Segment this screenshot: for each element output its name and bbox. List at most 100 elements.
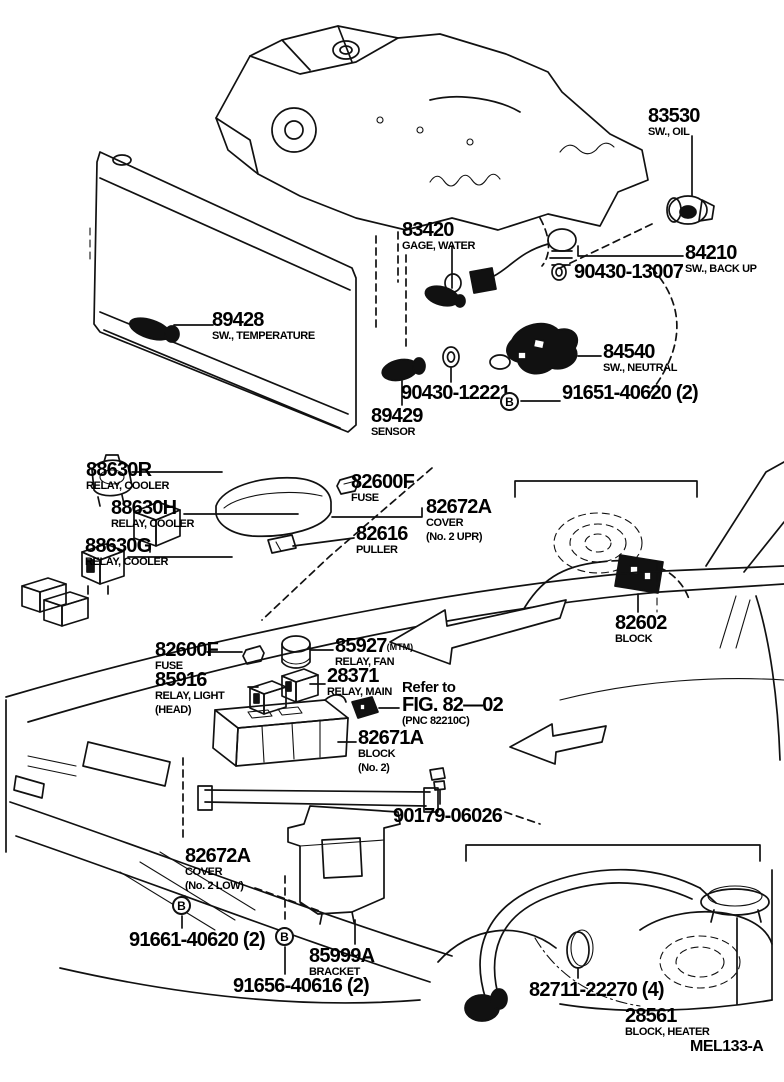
sensor-icon — [381, 357, 426, 382]
fuse-icon — [242, 645, 265, 665]
part-number: 90430-13007 — [574, 261, 684, 283]
part-number: 88630R — [86, 459, 152, 481]
part-number: 88630G — [85, 535, 152, 557]
part-label-3-90430-13007: 90430-13007 — [574, 261, 684, 283]
part-description: BRACKET — [309, 966, 360, 978]
part-description: FUSE — [351, 492, 379, 504]
part-number: 85999A — [309, 945, 375, 967]
bracket-icon — [287, 805, 401, 925]
drawing-code: MEL133-A — [690, 1038, 764, 1055]
part-description: GAGE, WATER — [402, 240, 476, 252]
part-label-17-85927: 85927(MTM)RELAY, FAN — [335, 636, 413, 670]
part-number: 90430-12221 — [401, 382, 511, 404]
part-number: 82672A — [185, 845, 251, 867]
inset-corner-marks — [465, 844, 761, 862]
part-description: (No. 2) — [358, 761, 390, 774]
neutral-switch-icon — [489, 322, 579, 375]
leader-lines — [127, 135, 738, 1005]
part-number: 82711-22270 (4) — [529, 979, 665, 1001]
part-description: BLOCK — [615, 633, 653, 645]
part-number-suffix: (MTM) — [386, 642, 414, 652]
part-description: SW., OIL — [648, 126, 690, 138]
puller-icon — [267, 534, 297, 554]
inset-corner-marks — [514, 480, 698, 498]
part-number: 82600F — [155, 639, 219, 661]
part-label-7-91651-40620-2-: 91651-40620 (2) — [562, 382, 699, 404]
part-number: 85927(MTM) — [335, 635, 414, 657]
part-description: RELAY, COOLER — [86, 480, 170, 492]
part-number: 91661-40620 (2) — [129, 929, 266, 951]
clip-icon — [429, 767, 446, 791]
part-description: SENSOR — [371, 426, 416, 438]
heater-hose-icon — [479, 868, 701, 1001]
part-description: COVER — [426, 517, 464, 529]
part-description: SW., TEMPERATURE — [212, 330, 315, 342]
part-description: RELAY, MAIN — [327, 686, 392, 698]
radiator-illustration — [89, 151, 357, 433]
backup-switch-icon — [444, 228, 577, 294]
part-description: BLOCK, HEATER — [625, 1026, 710, 1038]
part-description: RELAY, FAN — [335, 656, 395, 668]
part-description: (PNC 82210C) — [402, 715, 470, 727]
part-number: 84210 — [685, 242, 737, 264]
heater-inset — [464, 844, 773, 1022]
part-number: 85916 — [155, 669, 207, 691]
part-description: SW., NEUTRAL — [603, 362, 678, 374]
relay-pair-icon — [21, 577, 89, 627]
part-number: 88630H — [111, 497, 177, 519]
part-description: (No. 2 UPR) — [426, 530, 483, 543]
circled-b-bolt-symbol: B — [500, 392, 519, 411]
part-number: 28561 — [625, 1005, 677, 1027]
engine-illustration — [215, 25, 649, 231]
part-number: 91651-40620 (2) — [562, 382, 699, 404]
direction-arrow — [509, 723, 607, 765]
part-label-pre: Refer to — [402, 679, 456, 696]
part-description: (HEAD) — [155, 703, 192, 716]
part-number: 89428 — [212, 309, 264, 331]
crossmember-illustration — [197, 785, 439, 813]
part-number: 82602 — [615, 612, 667, 634]
oil-switch-icon — [666, 195, 715, 225]
part-number: 83420 — [402, 219, 454, 241]
part-number: 82616 — [356, 523, 408, 545]
part-description: RELAY, COOLER — [85, 556, 169, 568]
relay-cooler-r-icon — [91, 454, 133, 507]
direction-arrow — [389, 599, 567, 665]
part-label-6-90430-12221: 90430-12221 — [401, 382, 511, 404]
gasket-ring-icon — [551, 263, 567, 281]
part-number: 82671A — [358, 727, 424, 749]
part-description: SW., BACK UP — [685, 263, 757, 275]
part-description: FUSE — [155, 660, 183, 672]
relay-cooler-h-icon — [133, 501, 181, 553]
gasket-ring-icon — [442, 346, 460, 368]
relay-light-icon — [249, 680, 287, 715]
fuse-icon — [336, 475, 359, 495]
construction-lines — [182, 217, 678, 925]
part-description: (No. 2 LOW) — [185, 879, 244, 892]
circled-b-bolt-symbol: B — [275, 927, 294, 946]
temperature-switch-icon — [128, 317, 180, 343]
fuse-block-icon — [212, 694, 349, 767]
circled-b-bolt-symbol: B — [172, 896, 191, 915]
